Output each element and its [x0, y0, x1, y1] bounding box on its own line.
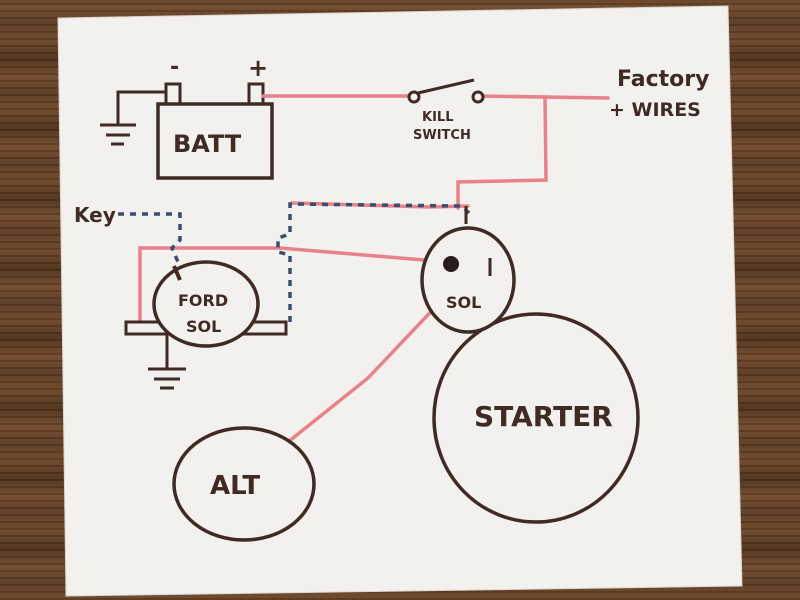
dashed-ford-to-starter-sol	[276, 202, 472, 322]
battery-body	[156, 102, 274, 180]
battery-label: BATT	[173, 130, 242, 158]
ford-solenoid-label-2: SOL	[186, 317, 221, 336]
dashed-key-wire	[118, 212, 182, 263]
ford-solenoid: FORD SOL	[124, 260, 288, 348]
kill-switch-label-2: SWITCH	[413, 128, 471, 143]
ford-solenoid-label-1: FORD	[178, 291, 228, 310]
starter: STARTER	[432, 312, 640, 524]
starter-solenoid-terminal	[443, 256, 459, 272]
key-input: Key	[74, 203, 116, 227]
wire-ford-to-starter-sol	[176, 246, 450, 264]
factory-wires-note: Factory + WIRES	[609, 67, 709, 121]
battery-negative-sign: -	[170, 55, 179, 80]
ford-solenoid-body	[152, 260, 260, 348]
kill-switch-label-1: KILL	[422, 110, 453, 125]
key-label: Key	[74, 203, 116, 227]
battery-ground-icon	[100, 90, 166, 146]
alternator: ALT	[172, 426, 316, 542]
alternator-label: ALT	[210, 471, 260, 501]
factory-label-1: Factory	[617, 67, 709, 92]
kill-switch-lever	[417, 78, 475, 95]
battery-positive-terminal	[247, 82, 265, 106]
battery-negative-terminal	[164, 82, 182, 106]
kill-switch: KILL SWITCH	[407, 78, 485, 143]
alternator-body	[172, 426, 316, 542]
battery-positive-sign: +	[248, 54, 268, 82]
wire-drop-to-starter-solenoid	[456, 95, 548, 210]
wire-ford-solenoid-loop	[138, 246, 180, 322]
starter-label: STARTER	[474, 400, 613, 433]
starter-solenoid: SOL	[420, 206, 516, 334]
wire-alternator	[286, 298, 444, 444]
battery: BATT - +	[156, 54, 274, 180]
ford-solenoid-ground-icon	[148, 334, 186, 390]
starter-solenoid-label: SOL	[446, 293, 481, 312]
dashed-control-wires	[118, 202, 472, 322]
starter-solenoid-body	[420, 226, 516, 334]
starter-body	[432, 312, 640, 524]
factory-label-2: + WIRES	[609, 99, 701, 121]
